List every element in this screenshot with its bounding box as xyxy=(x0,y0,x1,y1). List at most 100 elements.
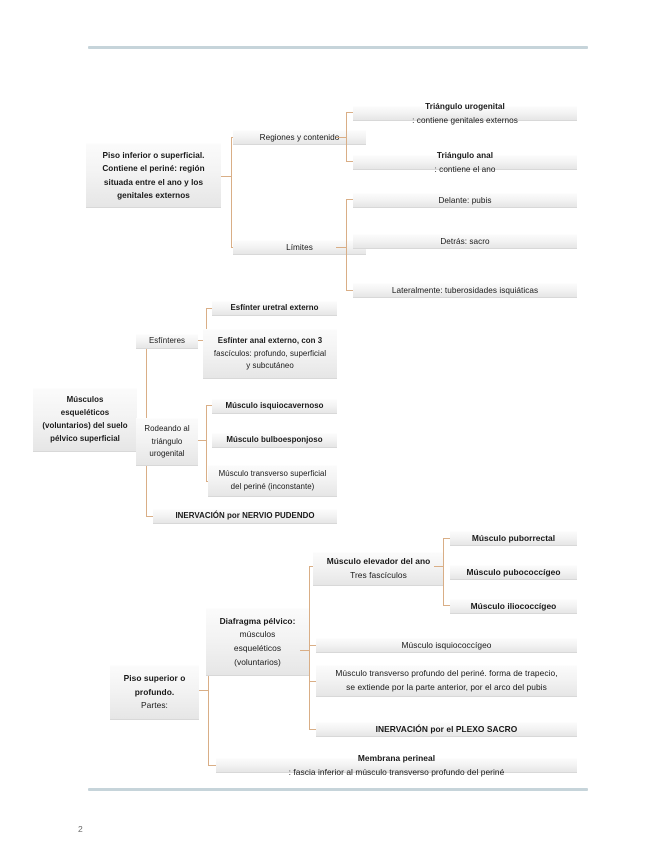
connector xyxy=(206,405,207,482)
connector xyxy=(336,247,347,248)
connector xyxy=(336,137,347,138)
label: INERVACIÓN por NERVIO PUDENDO xyxy=(175,511,315,521)
connector xyxy=(346,290,354,291)
node-esfinter-anal-externo: Esfínter anal externo, con 3 fascículos:… xyxy=(203,329,337,379)
node-rodeando-triangulo-urogenital: Rodeando al triángulo urogenital xyxy=(136,418,198,466)
connector xyxy=(206,308,213,309)
page-number: 2 xyxy=(78,824,84,834)
line: situada entre el ano y los xyxy=(103,177,204,187)
line: esqueléticos xyxy=(60,408,110,418)
line: Contiene el periné: región xyxy=(102,164,205,174)
term: Triángulo urogenital xyxy=(425,102,505,112)
connector xyxy=(208,765,216,766)
connector xyxy=(443,538,444,606)
connector xyxy=(309,645,317,646)
label: Músculo puborrectal xyxy=(471,532,556,543)
node-piso-inferior-root: Piso inferior o superficial. Contiene el… xyxy=(86,143,221,208)
node-musculo-elevador-del-ano: Músculo elevador del ano Tres fascículos xyxy=(313,552,444,586)
definition: : contiene el ano xyxy=(434,164,496,174)
line: Piso inferior o superficial. xyxy=(102,150,205,160)
connector xyxy=(346,161,354,162)
node-diafragma-pelvico: Diafragma pélvico: músculos esqueléticos… xyxy=(206,608,309,676)
label: Músculo bulboesponjoso xyxy=(226,435,323,445)
line: Partes: xyxy=(141,700,168,711)
node-triangulo-urogenital: Triángulo urogenital : contiene genitales… xyxy=(353,102,577,125)
connector xyxy=(199,690,209,691)
line: Músculo transverso profundo del periné. … xyxy=(335,668,558,679)
connector xyxy=(300,650,310,651)
footer-rule xyxy=(88,788,588,791)
line: se extiende por la parte anterior, por e… xyxy=(346,682,547,692)
line: genitales externos xyxy=(117,190,190,200)
connector xyxy=(208,650,209,766)
node-musculos-esqueleticos-root: Músculos esqueléticos (voluntarios) del … xyxy=(33,388,137,452)
connector xyxy=(206,405,213,406)
line: fascículos: profundo, superficial xyxy=(213,348,327,358)
line: triángulo xyxy=(151,436,183,446)
line: urogenital xyxy=(149,449,185,459)
line: Músculo elevador del ano xyxy=(326,556,431,567)
connector xyxy=(443,538,451,539)
node-inervacion-plexo-sacro: INERVACIÓN por el PLEXO SACRO xyxy=(316,722,577,737)
node-musculo-transverso-profundo: Músculo transverso profundo del periné. … xyxy=(316,665,577,697)
line: y subcutáneo xyxy=(246,361,294,371)
label: Detrás: sacro xyxy=(440,236,490,246)
line: Músculos xyxy=(66,395,104,405)
definition: : contiene genitales externos xyxy=(412,115,518,125)
line: (voluntarios) del suelo xyxy=(42,421,128,430)
connector xyxy=(198,340,207,341)
node-limite-delante: Delante: pubis xyxy=(353,193,577,208)
connector xyxy=(346,112,354,113)
connector xyxy=(231,137,232,248)
node-inervacion-nervio-pudendo: INERVACIÓN por NERVIO PUDENDO xyxy=(153,509,337,524)
connector xyxy=(346,199,354,200)
node-musculo-bulboesponjoso: Músculo bulboesponjoso xyxy=(212,433,337,448)
node-limite-detras: Detrás: sacro xyxy=(353,234,577,249)
label: INERVACIÓN por el PLEXO SACRO xyxy=(375,723,518,734)
label: Músculo iliococcígeo xyxy=(470,600,557,611)
term: Membrana perineal xyxy=(357,752,436,763)
definition: : fascia inferior al músculo transverso … xyxy=(288,766,505,777)
line: Esfínter anal externo, con 3 xyxy=(217,335,323,345)
node-musculo-transverso-superficial: Músculo transverso superficial del perin… xyxy=(208,465,337,497)
header-rule xyxy=(88,46,588,49)
label: Regiones y contenido xyxy=(259,132,340,142)
connector xyxy=(146,516,154,517)
label: Delante: pubis xyxy=(438,195,492,205)
node-musculo-puborrectal: Músculo puborrectal xyxy=(450,531,577,546)
line: músculos xyxy=(239,629,276,640)
node-limites: Límites xyxy=(233,240,366,255)
line: Piso superior o xyxy=(123,673,186,684)
node-musculo-isquiococcigeo: Músculo isquiococcígeo xyxy=(316,638,577,653)
label: Músculo isquiocavernoso xyxy=(225,401,324,411)
node-piso-superior-root: Piso superior o profundo. Partes: xyxy=(110,665,199,720)
line: Tres fascículos xyxy=(350,570,407,580)
connector xyxy=(443,605,451,606)
line: del periné (inconstante) xyxy=(230,482,315,491)
connector xyxy=(309,566,310,730)
line: (voluntarios) xyxy=(234,656,281,667)
label: Lateralmente: tuberosidades isquiáticas xyxy=(391,285,539,295)
connector xyxy=(309,729,317,730)
line: Músculo transverso superficial xyxy=(218,469,327,479)
node-esfinteres: Esfínteres xyxy=(136,334,198,349)
label: Músculo isquiococcígeo xyxy=(401,639,492,650)
connector xyxy=(346,112,347,162)
connector xyxy=(221,176,232,177)
line: profundo. xyxy=(134,686,175,697)
node-musculo-iliococcigeo: Músculo iliococcígeo xyxy=(450,599,577,614)
label: Esfínteres xyxy=(148,336,186,346)
label: Músculo pubococcígeo xyxy=(466,566,561,577)
line: esqueléticos xyxy=(233,643,282,653)
node-triangulo-anal: Triángulo anal : contiene el ano xyxy=(353,151,577,174)
node-musculo-pubococcigeo: Músculo pubococcígeo xyxy=(450,565,577,580)
line: pélvico superficial xyxy=(50,433,120,443)
connector xyxy=(346,199,347,291)
node-membrana-perineal: Membrana perineal : fascia inferior al mú… xyxy=(216,753,577,777)
connector xyxy=(198,440,207,441)
line: Diafragma pélvico: xyxy=(219,615,296,626)
label: Esfínter uretral externo xyxy=(230,303,319,313)
term: Triángulo anal xyxy=(436,151,494,161)
label: Límites xyxy=(286,242,313,252)
